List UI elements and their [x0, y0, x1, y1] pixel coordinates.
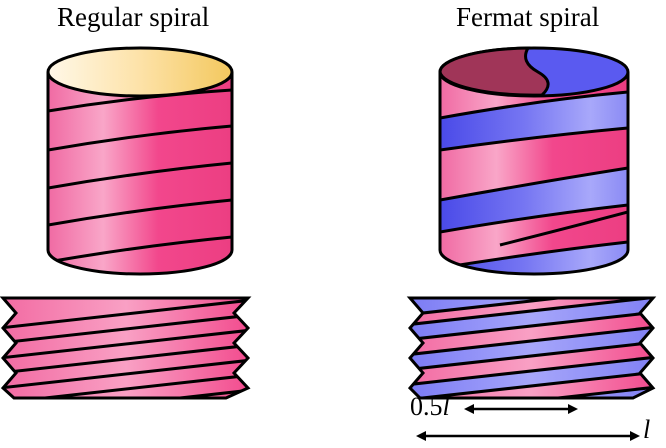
regular-spiral-title: Regular spiral — [57, 2, 210, 32]
regular-spiral-top — [46, 46, 234, 98]
full-length-label: l — [643, 415, 651, 444]
regular-spiral-unrolled — [0, 296, 252, 400]
full-length-arrow — [416, 431, 640, 441]
fermat-spiral-seams — [440, 90, 628, 270]
fermat-spiral-cylinder — [438, 46, 630, 276]
fermat-spiral-title: Fermat spiral — [456, 2, 600, 32]
half-length-arrow — [464, 404, 578, 414]
half-length-number: 0.5 — [410, 392, 443, 421]
regular-spiral-cylinder — [46, 46, 234, 276]
regular-spiral-seams — [48, 88, 232, 264]
half-length-variable: l — [442, 392, 450, 421]
half-length-label: 0.5l — [410, 392, 450, 422]
fermat-spiral-unrolled — [406, 296, 657, 400]
fermat-spiral-top — [438, 46, 630, 98]
